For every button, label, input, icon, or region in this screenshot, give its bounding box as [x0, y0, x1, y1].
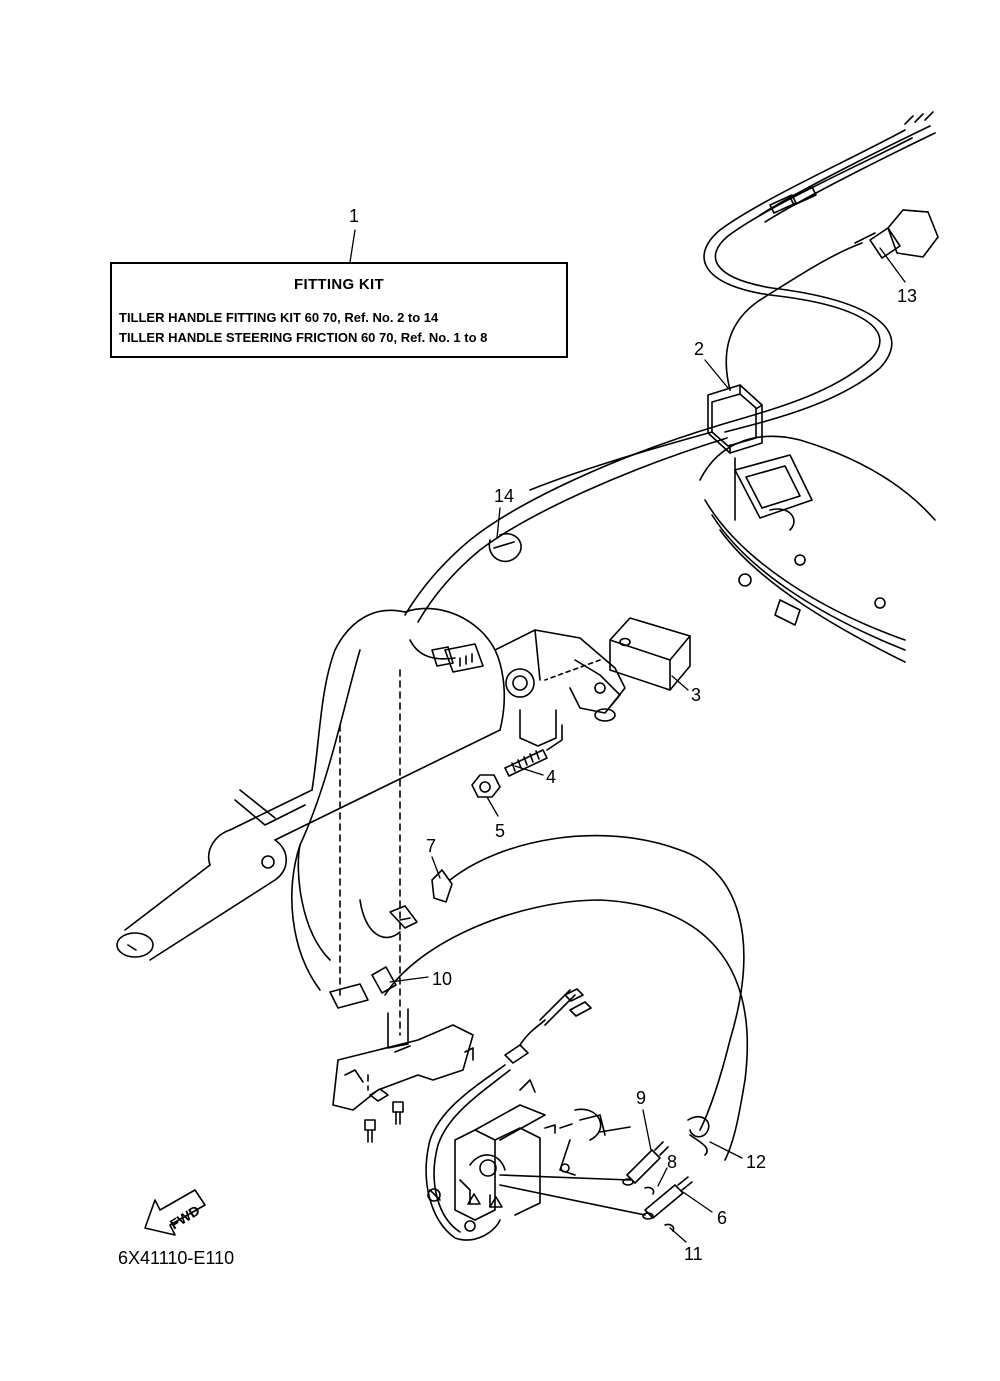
- harness-connector: [409, 639, 484, 673]
- fwd-label: FWD: [167, 1202, 203, 1232]
- shift-cables: [291, 834, 749, 1161]
- diagram-code: 6X41110-E110: [118, 1248, 235, 1268]
- callout-14: 14: [494, 486, 515, 506]
- fitting-kit-title: FITTING KIT: [294, 276, 384, 293]
- nut: [471, 774, 501, 798]
- mounting-plate: [332, 1008, 474, 1111]
- screws: [364, 1101, 404, 1143]
- stud-bolt: [504, 724, 563, 777]
- callout-12: 12: [746, 1152, 767, 1172]
- callout-3: 3: [691, 685, 702, 705]
- control-cables: [404, 111, 936, 623]
- callout-4: 4: [546, 767, 557, 787]
- assembly-lines: [339, 669, 401, 1091]
- clamp-10: [329, 966, 397, 1009]
- callout-6: 6: [717, 1208, 728, 1228]
- callout-1: 1: [349, 206, 360, 226]
- friction-block: [544, 617, 691, 691]
- harness-coupler: [759, 209, 939, 301]
- callout-8: 8: [667, 1152, 678, 1172]
- callout-5: 5: [495, 821, 506, 841]
- band-clip: [488, 533, 522, 563]
- callout-10: 10: [432, 969, 453, 989]
- grommet: [707, 384, 763, 521]
- friction-bracket: [494, 629, 626, 747]
- callout-2: 2: [694, 339, 705, 359]
- tiller-handle: [116, 607, 506, 961]
- leader-lines: [349, 229, 906, 1243]
- shift-cable-joint: [425, 988, 592, 1241]
- clamp: [389, 869, 453, 929]
- fwd-arrow: FWD: [144, 1189, 206, 1236]
- cable-joints: [499, 1115, 710, 1232]
- fitting-kit-box: FITTING KIT TILLER HANDLE FITTING KIT 60…: [110, 262, 568, 358]
- callout-9: 9: [636, 1088, 647, 1108]
- shift-lever-assembly: [454, 1079, 631, 1221]
- callout-7: 7: [426, 836, 437, 856]
- fitting-kit-line: TILLER HANDLE STEERING FRICTION 60 70, R…: [119, 330, 488, 345]
- bottom-cowling: [699, 435, 936, 663]
- callout-11: 11: [684, 1244, 703, 1264]
- fitting-kit-line: TILLER HANDLE FITTING KIT 60 70, Ref. No…: [119, 310, 439, 325]
- callout-13: 13: [897, 286, 918, 306]
